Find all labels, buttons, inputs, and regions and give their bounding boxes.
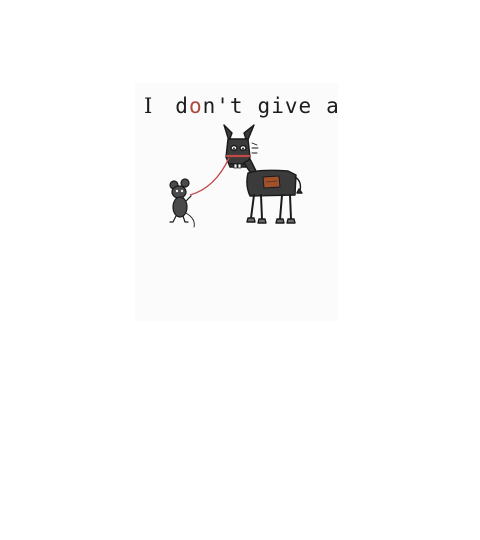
- greeting-card: I don't give a: [135, 83, 340, 321]
- mouse: [169, 178, 195, 228]
- caption-word-a: a: [326, 94, 340, 118]
- caption-letter-d: d: [175, 94, 189, 118]
- caption-word-dont: don't: [175, 94, 243, 118]
- donkey-leg-back-left: [279, 194, 283, 220]
- donkey-right-ear: [243, 124, 255, 143]
- donkey-left-ear: [223, 124, 233, 142]
- caption-text: I don't give a: [144, 89, 340, 123]
- donkey-tail: [294, 176, 302, 192]
- donkey-leg-front-right: [260, 194, 263, 220]
- donkey: [223, 124, 303, 224]
- donkey-and-mouse-drawing: [169, 124, 303, 228]
- donkey-leg-back-right: [289, 194, 292, 220]
- caption-word-i: I: [144, 94, 154, 118]
- mouse-right-ear: [180, 178, 190, 188]
- mouse-body: [172, 196, 188, 218]
- caption-letter-o-red: o: [188, 94, 203, 118]
- donkey-saddle: [262, 175, 281, 189]
- mouse-tail: [185, 212, 195, 228]
- caption-letters-nt: n't: [202, 94, 244, 118]
- leash: [189, 157, 230, 196]
- mouse-head: [171, 185, 187, 199]
- caption-word-give: give: [257, 94, 313, 118]
- donkey-leg-front-left: [250, 194, 255, 219]
